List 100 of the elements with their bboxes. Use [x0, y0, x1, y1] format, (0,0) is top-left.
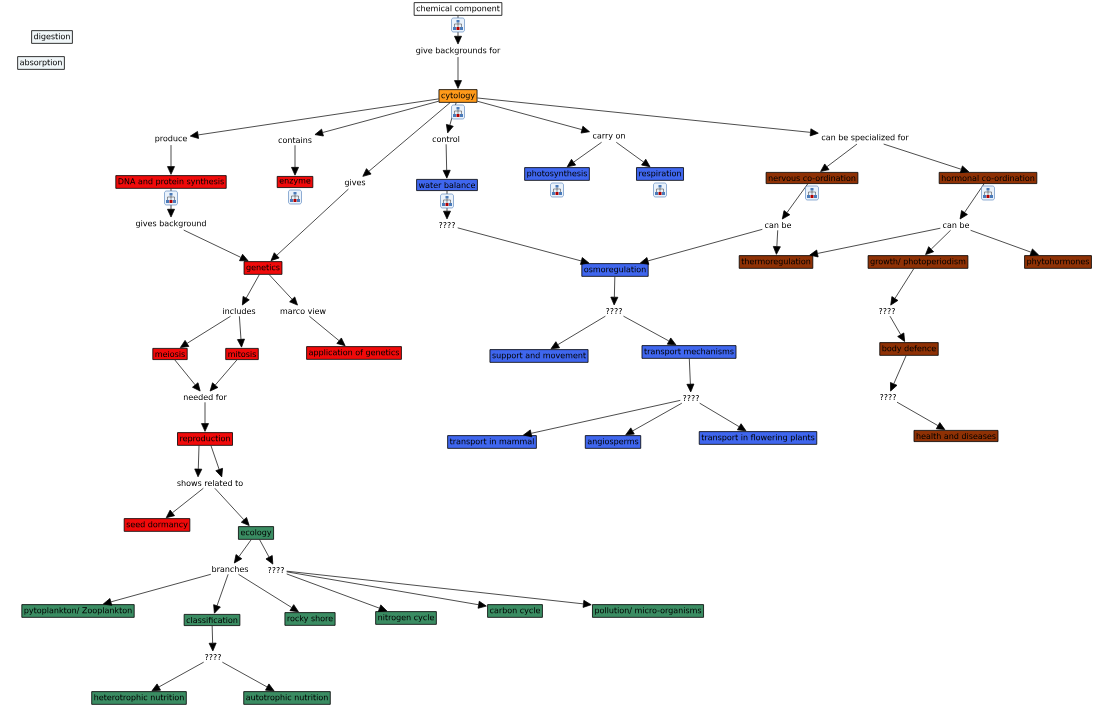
arrow: [550, 315, 606, 350]
concept-box: health and diseases: [913, 430, 999, 442]
arrow: [242, 274, 260, 306]
arrow: [699, 402, 747, 432]
arrow: [213, 573, 229, 614]
concept-box: transport mechanisms: [641, 345, 737, 359]
arrow: [566, 141, 602, 168]
concept-box: reproduction: [177, 432, 233, 446]
arrow: [286, 570, 592, 608]
arrow: [523, 400, 681, 438]
concept-box: application of genetics: [306, 346, 402, 360]
arrow: [208, 625, 217, 652]
arrow: [925, 229, 951, 255]
linking-phrase: marco view: [280, 307, 326, 315]
concept-box: autotrophic nutrition: [243, 691, 331, 705]
arrow: [443, 190, 451, 220]
arrow: [270, 188, 349, 261]
concept-box: angiosperms: [584, 435, 642, 449]
linking-phrase: ????: [205, 654, 221, 660]
arrow: [210, 445, 223, 478]
concept-box: respiration: [636, 167, 684, 181]
arrow: [286, 573, 388, 612]
concept-box: nitrogen cycle: [375, 611, 437, 625]
arrow: [167, 144, 175, 175]
concept-box: ecology: [238, 526, 274, 540]
arrow: [165, 487, 204, 519]
linking-phrase: ????: [879, 308, 895, 314]
linking-phrase: shows related to: [177, 479, 243, 487]
arrow: [201, 401, 209, 432]
arrow: [183, 229, 249, 262]
linking-phrase: produce: [155, 135, 187, 143]
linking-phrase: ????: [606, 308, 622, 314]
arrow: [237, 315, 245, 348]
concept-box: chemical component: [413, 2, 503, 16]
concept-box: classification: [183, 614, 241, 626]
concept-box: photosynthesis: [524, 167, 590, 181]
arrow: [314, 100, 439, 137]
arrow: [286, 571, 487, 609]
arrow: [259, 539, 274, 565]
concept-box: heterotrophic nutrition: [91, 691, 187, 705]
arrow: [782, 183, 808, 220]
arrow: [889, 315, 905, 342]
concept-box: meiosis: [152, 348, 188, 360]
arrow: [268, 274, 298, 306]
linking-phrase: ????: [439, 222, 455, 228]
linking-phrase: can be: [943, 221, 970, 229]
linking-phrase: can be specialized for: [821, 134, 909, 142]
linking-phrase: ????: [268, 567, 284, 573]
concept-box: seed dormancy: [123, 518, 191, 532]
linking-phrase: ????: [880, 394, 896, 400]
arrow: [234, 539, 252, 564]
arrow: [477, 97, 819, 137]
concept-box: enzyme: [276, 176, 314, 188]
arrow: [772, 229, 781, 255]
linking-phrase: contains: [278, 136, 312, 144]
concept-box: osmoregulation: [581, 263, 649, 277]
arrow: [970, 229, 1039, 256]
concept-box: support and movement: [489, 349, 589, 363]
concept-box: cytology: [438, 89, 478, 103]
concept-box: hormonal co-ordination: [938, 172, 1038, 184]
linking-phrase: give backgrounds for: [416, 47, 501, 55]
linking-phrase: branches: [212, 565, 249, 573]
arrow: [194, 445, 203, 478]
concept-box: genetics: [243, 261, 283, 275]
arrow: [454, 15, 462, 45]
arrow: [686, 358, 695, 393]
arrow: [167, 188, 175, 218]
arrow: [180, 315, 231, 348]
arrow: [103, 573, 212, 606]
concept-box: water balance: [416, 179, 478, 191]
arrow: [442, 143, 451, 179]
concept-box: mitosis: [225, 348, 259, 360]
concept-box: body defence: [879, 342, 939, 356]
arrow: [174, 359, 201, 392]
arrow: [291, 144, 299, 176]
concept-box: DNA and protein synthesis: [115, 175, 227, 189]
arrow: [190, 98, 439, 139]
concept-box: digestion: [31, 30, 73, 44]
arrow: [883, 143, 970, 174]
arrow: [809, 227, 941, 258]
arrow: [890, 355, 907, 392]
arrow: [446, 102, 457, 134]
concept-box: growth/ photoperiodism: [867, 255, 969, 269]
arrow: [477, 100, 590, 134]
arrow: [222, 661, 275, 692]
arrow: [454, 56, 462, 89]
concept-box: pytoplankton/ Zooplankton: [21, 604, 135, 618]
concept-box: carbon cycle: [487, 604, 543, 618]
arrow: [820, 143, 858, 172]
concept-box: pollution/ micro-organisms: [592, 604, 704, 618]
linking-phrase: ????: [683, 395, 699, 401]
linking-phrase: needed for: [183, 393, 227, 401]
linking-phrase: includes: [223, 307, 256, 315]
arrow: [623, 315, 677, 346]
linking-phrase: control: [432, 135, 460, 143]
linking-phrase: gives: [344, 179, 366, 187]
arrow: [209, 359, 238, 392]
arrow: [625, 402, 683, 436]
concept-box: phytohormones: [1024, 255, 1092, 269]
arrow: [151, 661, 205, 692]
